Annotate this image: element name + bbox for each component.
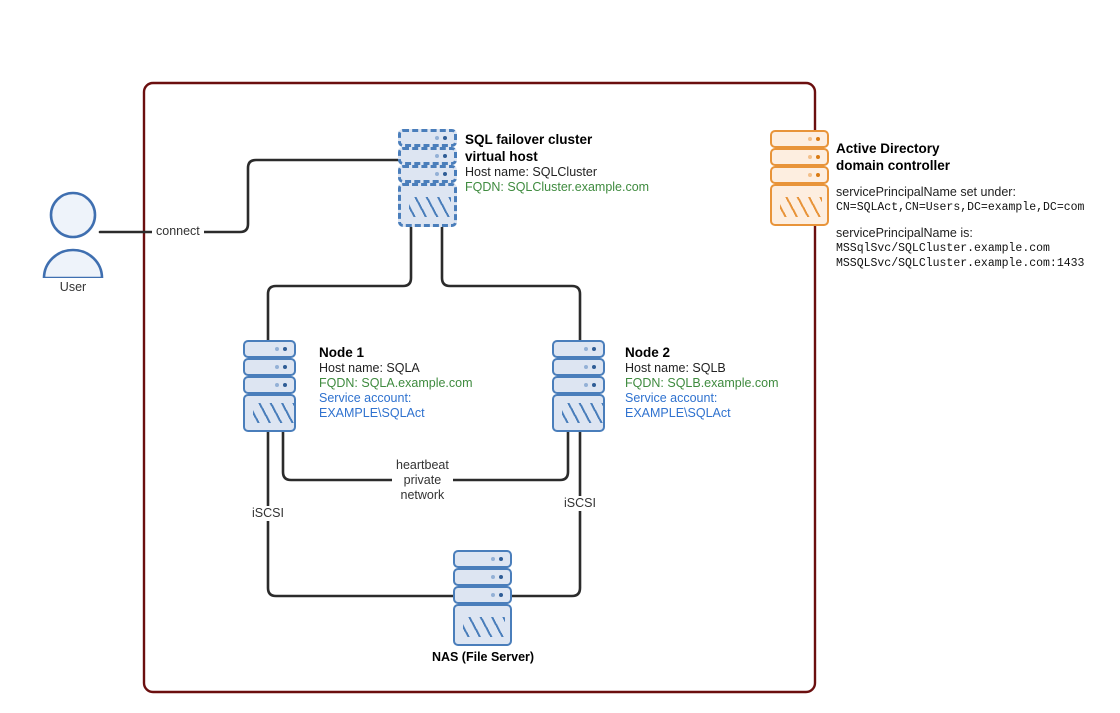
wire-cluster-to-node1 [268, 227, 411, 348]
server-slot [243, 340, 296, 358]
cluster-title-line1: SQL failover cluster [465, 131, 649, 148]
connect-label: connect [152, 224, 204, 239]
node2-server-icon [552, 340, 605, 432]
slot-indicator-dots [275, 365, 287, 369]
iscsi-left-label: iSCSI [248, 506, 288, 521]
slot-indicator-dots [491, 593, 503, 597]
server-slot [770, 166, 829, 184]
slot-indicator-dots [491, 575, 503, 579]
slot-indicator-dots [584, 365, 596, 369]
server-base [770, 184, 829, 226]
node1-fqdn: FQDN: SQLA.example.com [319, 376, 473, 391]
wire-iscsi-right [512, 432, 580, 596]
label-spacer [836, 174, 1084, 185]
ad-spn-set-under-label: servicePrincipalName set under: [836, 185, 1084, 200]
nas-server-icon [453, 550, 512, 646]
server-slot [453, 586, 512, 604]
node2-label: Node 2 Host name: SQLB FQDN: SQLB.exampl… [625, 344, 779, 421]
active-directory-server-icon [770, 130, 829, 226]
slot-indicator-dots [491, 557, 503, 561]
node2-account-label: Service account: [625, 391, 779, 406]
slot-indicator-dots [435, 172, 447, 176]
node2-fqdn: FQDN: SQLB.example.com [625, 376, 779, 391]
slot-indicator-dots [435, 136, 447, 140]
sql-cluster-virtual-host-icon [398, 129, 457, 227]
sql-cluster-label: SQL failover cluster virtual host Host n… [465, 131, 649, 195]
server-slot [243, 376, 296, 394]
cluster-hostname: Host name: SQLCluster [465, 165, 649, 180]
server-slot [552, 340, 605, 358]
heartbeat-line3: network [396, 488, 449, 503]
vent-hatch-icon [253, 403, 295, 423]
ad-spn-is-value1: MSSqlSvc/SQLCluster.example.com [836, 241, 1084, 256]
node1-title: Node 1 [319, 344, 473, 361]
slot-indicator-dots [808, 155, 820, 159]
slot-indicator-dots [584, 347, 596, 351]
cluster-title-line2: virtual host [465, 148, 649, 165]
vent-hatch-icon [409, 197, 451, 217]
vent-hatch-icon [562, 403, 604, 423]
server-slot [453, 568, 512, 586]
slot-indicator-dots [435, 154, 447, 158]
node1-server-icon [243, 340, 296, 432]
ad-title-line1: Active Directory [836, 140, 1084, 157]
slot-indicator-dots [275, 347, 287, 351]
node1-label: Node 1 Host name: SQLA FQDN: SQLA.exampl… [319, 344, 473, 421]
user-caption: User [40, 280, 106, 294]
cluster-fqdn: FQDN: SQLCluster.example.com [465, 180, 649, 195]
vent-hatch-icon [780, 197, 822, 217]
ad-spn-is-value2: MSSQLSvc/SQLCluster.example.com:1433 [836, 256, 1084, 271]
server-slot [398, 147, 457, 165]
server-base [398, 183, 457, 227]
heartbeat-line2: private [396, 473, 449, 488]
server-base [243, 394, 296, 432]
heartbeat-link-label: heartbeat private network [392, 458, 453, 503]
server-slot [770, 148, 829, 166]
slot-indicator-dots [275, 383, 287, 387]
vent-hatch-icon [463, 617, 505, 637]
wire-cluster-to-node2 [442, 227, 580, 348]
server-slot [243, 358, 296, 376]
heartbeat-line1: heartbeat [396, 458, 449, 473]
ad-title-line2: domain controller [836, 157, 1084, 174]
label-spacer [836, 215, 1084, 226]
server-base [552, 394, 605, 432]
node2-title: Node 2 [625, 344, 779, 361]
node2-hostname: Host name: SQLB [625, 361, 779, 376]
server-slot [398, 165, 457, 183]
node1-account-label: Service account: [319, 391, 473, 406]
server-base [453, 604, 512, 646]
slot-indicator-dots [584, 383, 596, 387]
node2-account-value: EXAMPLE\SQLAct [625, 406, 779, 421]
iscsi-right-label: iSCSI [560, 496, 600, 511]
user-icon [40, 190, 106, 278]
server-slot [398, 129, 457, 147]
node1-account-value: EXAMPLE\SQLAct [319, 406, 473, 421]
server-slot [552, 358, 605, 376]
ad-spn-is-label: servicePrincipalName is: [836, 226, 1084, 241]
server-slot [552, 376, 605, 394]
slot-indicator-dots [808, 173, 820, 177]
node1-hostname: Host name: SQLA [319, 361, 473, 376]
server-slot [770, 130, 829, 148]
active-directory-label: Active Directory domain controller servi… [836, 140, 1084, 271]
nas-caption: NAS (File Server) [383, 650, 583, 664]
ad-spn-set-under-value: CN=SQLAct,CN=Users,DC=example,DC=com [836, 200, 1084, 215]
wire-iscsi-left [268, 432, 453, 596]
server-slot [453, 550, 512, 568]
slot-indicator-dots [808, 137, 820, 141]
